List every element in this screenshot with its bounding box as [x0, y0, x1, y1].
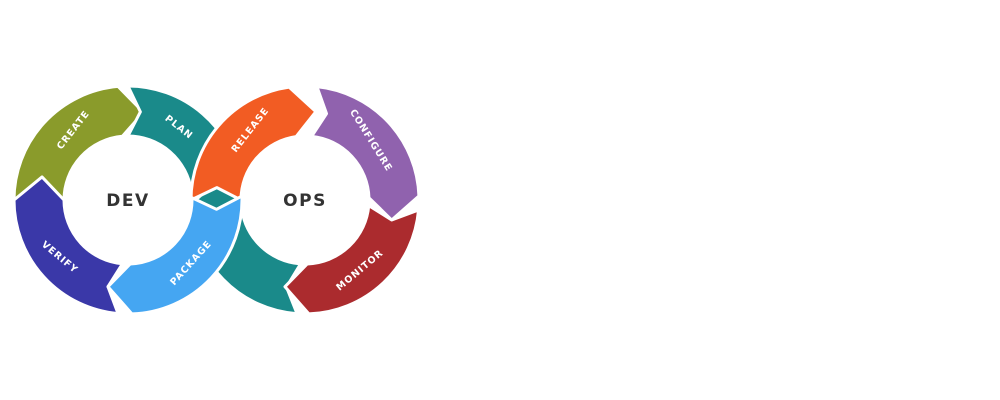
dev-hub [64, 136, 192, 264]
ops-hub [241, 136, 369, 264]
ops-hub-label: OPS [283, 191, 327, 211]
dev-hub-label: DEV [106, 191, 149, 211]
